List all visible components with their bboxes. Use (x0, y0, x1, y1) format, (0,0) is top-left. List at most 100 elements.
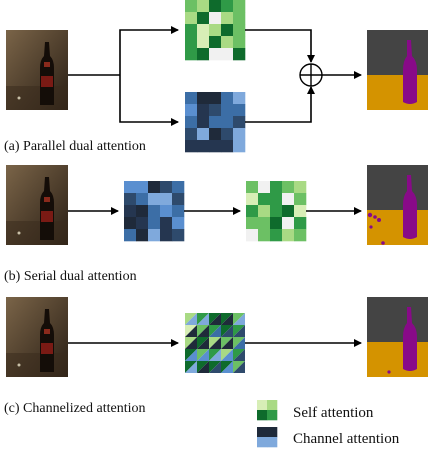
attention-cell (197, 92, 210, 105)
attention-cell (148, 205, 161, 218)
attention-cell (233, 104, 246, 117)
bottle-neck-label (44, 329, 50, 334)
attention-cell (185, 313, 197, 325)
attention-cell (270, 217, 283, 230)
attention-cell (185, 48, 198, 61)
attention-cell (172, 217, 185, 230)
seg-noise (387, 370, 391, 374)
attention-cell (294, 181, 307, 194)
attention-cell (221, 92, 234, 105)
attention-cell (282, 217, 295, 230)
segmentation-output (367, 30, 428, 110)
attention-cell (221, 36, 234, 49)
attention-cell (257, 410, 268, 421)
bottle-neck-label (44, 62, 50, 67)
attention-cell (294, 193, 307, 206)
attention-cell (233, 325, 245, 337)
attention-cell (185, 349, 197, 361)
input-photo (6, 165, 68, 245)
segmentation-output (367, 165, 428, 245)
attention-cell (124, 181, 137, 194)
attention-cell (136, 193, 149, 206)
attention-cell (197, 361, 209, 373)
attention-cell (221, 104, 234, 117)
attention-cell (209, 116, 222, 129)
attention-cell (209, 12, 222, 25)
panel-c: (c) Channelized attention (4, 297, 428, 416)
attention-cell (257, 427, 268, 438)
attention-cell (197, 140, 210, 153)
attention-cell (148, 229, 161, 242)
attention-cell (160, 205, 173, 218)
branch-bottom (119, 75, 179, 126)
channel-attention-swatch (257, 427, 278, 448)
attention-cell (124, 217, 137, 230)
attention-cell (258, 181, 271, 194)
attention-cell (185, 12, 198, 25)
attention-cell (221, 116, 234, 129)
table-surface (6, 353, 68, 377)
attention-cell (258, 205, 271, 218)
attention-cell (233, 92, 246, 105)
attention-cell (172, 229, 185, 242)
bottle-shape (40, 42, 54, 105)
seg-noise (377, 218, 381, 222)
attention-cell (172, 181, 185, 194)
attention-cell (221, 12, 234, 25)
attention-cell (148, 181, 161, 194)
attention-cell (258, 229, 271, 242)
attention-cell (185, 36, 198, 49)
attention-cell (148, 217, 161, 230)
attention-cell (233, 12, 246, 25)
attention-cell (221, 349, 233, 361)
attention-cell (148, 193, 161, 206)
attention-cell (221, 0, 234, 13)
attention-cell (197, 325, 209, 337)
attention-cell (270, 229, 283, 242)
seg-floor (367, 75, 428, 110)
attention-cell (221, 24, 234, 37)
attention-cell (197, 0, 210, 13)
attention-cell (160, 229, 173, 242)
attention-cell (185, 0, 198, 13)
attention-cell (185, 104, 198, 117)
attention-cell (185, 92, 198, 105)
attention-cell (233, 116, 246, 129)
channelized-attention-map (185, 313, 245, 373)
attention-cell (209, 0, 222, 13)
attention-cell (257, 437, 268, 448)
attention-cell (267, 437, 278, 448)
attention-cell (233, 24, 246, 37)
attention-cell (185, 128, 198, 141)
attention-cell (197, 48, 210, 61)
attention-cell (197, 24, 210, 37)
attention-cell (282, 229, 295, 242)
attention-cell (136, 205, 149, 218)
attention-cell (233, 313, 245, 325)
bottle-label (41, 211, 53, 222)
bottle-cap (17, 96, 21, 100)
attention-cell (233, 48, 246, 61)
attention-cell (246, 181, 259, 194)
attention-cell (246, 205, 259, 218)
attention-cell (197, 104, 210, 117)
attention-cell (233, 361, 245, 373)
attention-cell (185, 140, 198, 153)
attention-cell (185, 24, 198, 37)
attention-cell (197, 116, 210, 129)
attention-cell (246, 229, 259, 242)
attention-cell (209, 337, 221, 349)
attention-cell (160, 193, 173, 206)
attention-cell (124, 193, 137, 206)
legend-self-label: Self attention (293, 405, 374, 421)
attention-cell (221, 128, 234, 141)
table-surface (6, 86, 68, 110)
attention-cell (233, 36, 246, 49)
attention-cell (185, 361, 197, 373)
bottle-cap (17, 363, 21, 367)
attention-cell (282, 181, 295, 194)
seg-bottle (403, 307, 417, 371)
attention-cell (246, 217, 259, 230)
attention-cell (221, 313, 233, 325)
attention-cell (136, 229, 149, 242)
